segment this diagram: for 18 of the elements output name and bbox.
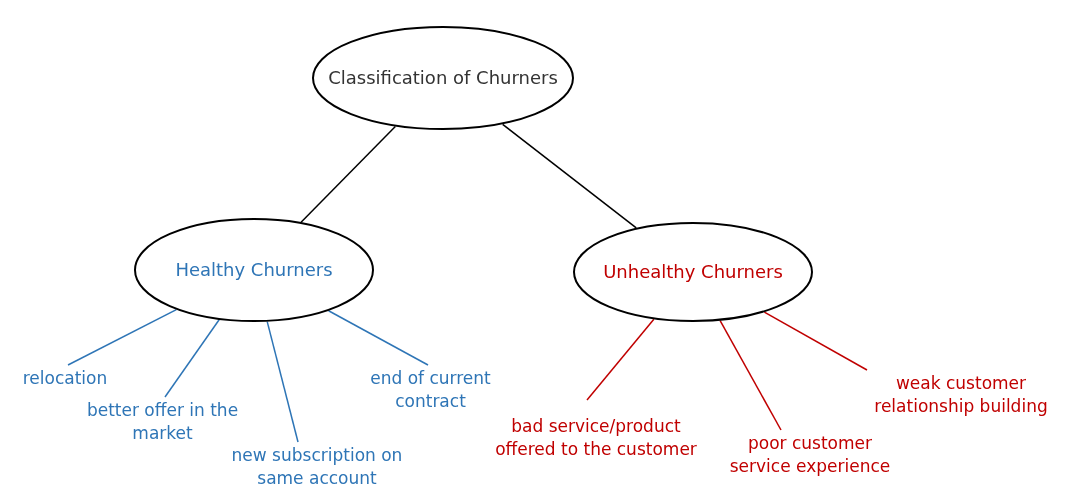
branch-label: bad service/product offered to the customer [494,415,698,461]
connector-line [501,123,637,229]
connector-line [327,310,429,366]
branch-label: end of current contract [369,367,492,413]
connector-line [266,320,299,443]
node-title: Classification of Churners [328,65,558,90]
branch-label: weak customer relationship building [873,372,1049,418]
connector-line [300,125,397,223]
branch-label: new subscription on same account [230,444,404,490]
connector-line [67,308,178,366]
connector-line [763,311,868,371]
connector-line [164,319,220,398]
branch-label: poor customer service experience [728,432,892,478]
node-title: Unhealthy Churners [603,259,783,284]
branch-label: relocation [22,366,108,390]
node-title: Healthy Churners [175,257,333,282]
connector-line [719,319,782,431]
connector-line [586,318,655,401]
